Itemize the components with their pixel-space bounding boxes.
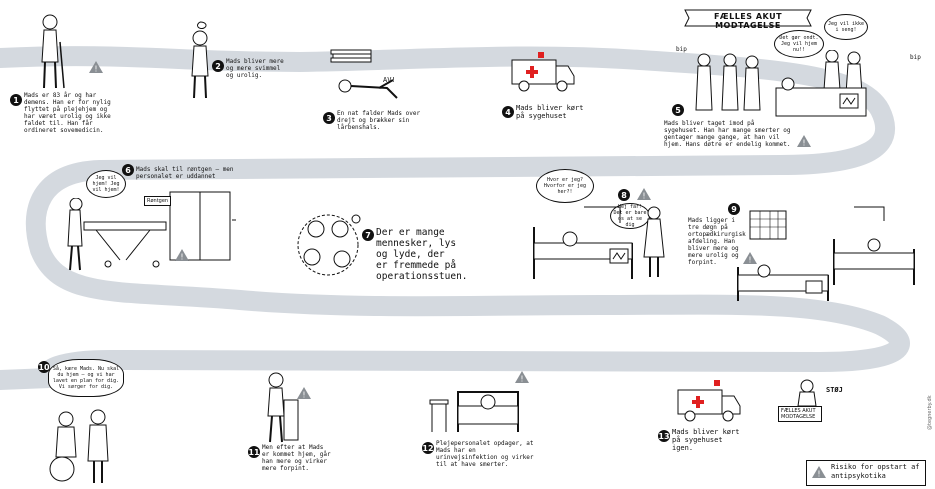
warning-icon: ! — [175, 249, 189, 262]
warning-icon: ! — [797, 135, 811, 148]
speech-bubble: Hej far! Det er bare os at se dig — [610, 203, 650, 229]
step-caption: Mads ligger i tre døgn på ortopædkirurgi… — [688, 217, 746, 266]
step-caption: Mads bliver mere og mere svimmel og urol… — [226, 58, 284, 79]
step-caption: En nat falder Mads over drejt og brækker… — [337, 110, 421, 131]
stretcher-scene — [67, 198, 167, 271]
step-9: ! 9 Mads ligger i tre døgn på ortopædkir… — [688, 195, 928, 305]
fallen-man — [338, 79, 398, 99]
step-13: 13 Mads bliver kørt på sygehuset igen. — [640, 370, 770, 480]
step-7: 7 Der er mange mennesker, lys og lyde, d… — [290, 205, 468, 305]
step-2: 2 Mads bliver mere og mere svimmel og ur… — [170, 10, 290, 110]
x-ray-door — [169, 191, 236, 261]
legend-box: ! Risiko for opstart af antipsykotika — [806, 460, 926, 486]
step-number: 7 — [362, 229, 374, 241]
step-8: Hvor er jeg? Hvorfor er jeg her?! Hej fa… — [520, 165, 680, 285]
ambulance — [511, 52, 575, 92]
step-5: Jeg vil ikke i seng! Det gør ondt. Jeg v… — [650, 14, 930, 160]
svg-text:!: ! — [802, 139, 805, 148]
step-10: Så, kære Mads. Nu skal du hjem – og vi h… — [36, 355, 156, 485]
monitor-beep: bip — [910, 54, 921, 61]
walker-man-figure — [267, 372, 299, 443]
ward-beds-scene — [737, 206, 915, 301]
title-banner: FÆLLES AKUT MODTAGELSE — [683, 8, 813, 30]
step-caption: Mads bliver kørt på sygehuset — [516, 104, 584, 120]
speech-bubble: Jeg vil ikke i seng! — [824, 14, 868, 40]
step-12: ! 12 Plejepersonalet opdager, at Mads ha… — [420, 370, 540, 485]
step-number: 9 — [728, 203, 740, 215]
step-1: ! 1 Mads er 83 år og har demens. Han er … — [0, 0, 111, 150]
dizzy-man-figure — [191, 21, 209, 99]
svg-text:!: ! — [520, 375, 523, 384]
step-caption: Mads bliver taget imod på sygehuset. Han… — [664, 120, 791, 148]
radiation-sign: Røntgen — [144, 196, 172, 206]
hospital-bed-scene — [533, 206, 665, 279]
step-number: 12 — [422, 442, 434, 454]
speech-bubble: Så, kære Mads. Nu skal du hjem – og vi h… — [48, 359, 124, 397]
step-caption: Mads bliver kørt på sygehuset igen. — [672, 428, 740, 452]
title-text: FÆLLES AKUT MODTAGELSE — [713, 12, 783, 30]
reception-sign: FÆLLES AKUT MODTAGELSE — [778, 406, 822, 422]
speech-bubble: Det gør ondt. Jeg vil hjem nu!! — [774, 30, 824, 58]
artist-credit: @tegnerby.dk — [927, 395, 933, 430]
step-number: 5 — [672, 104, 684, 116]
old-man-figure — [41, 14, 65, 89]
step-number: 6 — [122, 164, 134, 176]
step-6: Jeg vil hjem! Jeg vil hjem! Røntgen ! 6 … — [60, 162, 250, 277]
step-caption: Der er mange mennesker, lys og lyde, der… — [376, 227, 468, 282]
warning-icon: ! — [89, 61, 103, 74]
books-stack — [330, 49, 372, 63]
svg-text:!: ! — [748, 256, 751, 265]
warning-icon: ! — [515, 371, 529, 384]
step-number: 4 — [502, 106, 514, 118]
warning-icon: ! — [297, 387, 311, 400]
step-11: ! 11 Men efter at Mads er kommet hjem, g… — [248, 360, 338, 485]
svg-text:!: ! — [180, 253, 183, 262]
step-caption: Mads er 83 år og har demens. Han er for … — [24, 92, 111, 134]
emergency-room-scene — [695, 50, 867, 117]
svg-text:!: ! — [302, 391, 305, 400]
step-number: 3 — [323, 112, 335, 124]
step-number: 11 — [248, 446, 260, 458]
pain-exclamation: AV! — [383, 76, 396, 84]
svg-text:!: ! — [94, 65, 97, 74]
bedroom-scene — [429, 391, 519, 432]
title-banner-ribbon — [684, 9, 812, 27]
step-number: 10 — [38, 361, 50, 373]
thought-cloud: Hvor er jeg? Hvorfor er jeg her?! — [536, 169, 594, 203]
svg-text:!: ! — [817, 470, 820, 479]
step-3: AV! 3 En nat falder Mads over drejt og b… — [315, 40, 425, 150]
ambulance — [677, 380, 741, 422]
step-caption: Men efter at Mads er kommet hjem, går ha… — [262, 444, 331, 472]
warning-icon: ! — [812, 466, 826, 479]
step-number: 2 — [212, 60, 224, 72]
legend-text: Risiko for opstart af antipsykotika — [831, 463, 920, 480]
noise-text: STØJ — [826, 386, 843, 394]
step-number: 13 — [658, 430, 670, 442]
step-number: 8 — [618, 189, 630, 201]
monitor-beep: bip — [676, 46, 687, 53]
speech-bubble: Jeg vil hjem! Jeg vil hjem! — [86, 170, 126, 198]
caregiver-wheelchair — [49, 409, 109, 483]
step-4: 4 Mads bliver kørt på sygehuset — [470, 40, 600, 130]
svg-text:!: ! — [642, 192, 645, 201]
warning-icon: ! — [637, 188, 651, 201]
staff-figure — [797, 379, 817, 407]
step-number: 1 — [10, 94, 22, 106]
noisy-reception: FÆLLES AKUT MODTAGELSE STØJ — [770, 362, 870, 452]
warning-icon: ! — [743, 252, 757, 265]
step-caption: Plejepersonalet opdager, at Mads har en … — [436, 440, 534, 468]
operating-team-circle — [297, 214, 361, 276]
step-caption: Mads skal til røntgen – men personalet e… — [136, 166, 234, 180]
